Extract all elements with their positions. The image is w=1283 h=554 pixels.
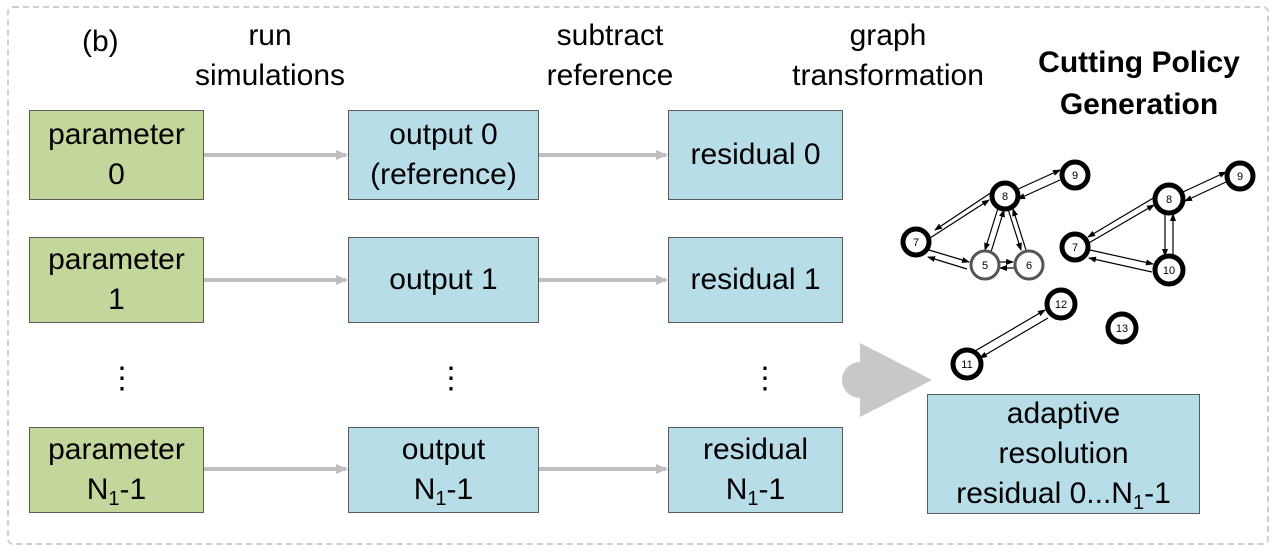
cutting-policy-title: Cutting Policy Generation bbox=[1038, 46, 1240, 121]
step-label-graph: graph transformation bbox=[792, 19, 984, 92]
svg-text:7: 7 bbox=[913, 237, 919, 249]
svg-text:10: 10 bbox=[1163, 265, 1175, 277]
svg-text:13: 13 bbox=[1116, 323, 1128, 335]
parameter-0-box: parameter 0 bbox=[29, 110, 204, 200]
graph-node: 12 bbox=[1044, 287, 1078, 321]
output-n-box: output N1-1 bbox=[348, 427, 539, 513]
adaptive-resolution-box: adaptive resolution residual 0...N1-1 bbox=[927, 394, 1200, 514]
residual-0-box: residual 0 bbox=[668, 110, 843, 200]
graph-nodes: 9 8 7 5 6 9 8 7 10 12 13 11 bbox=[900, 159, 1256, 381]
svg-text:7: 7 bbox=[1072, 242, 1078, 254]
output-0-box: output 0 (reference) bbox=[348, 110, 539, 200]
ellipsis-outputs: ⋮ bbox=[436, 362, 466, 395]
svg-text:5: 5 bbox=[982, 260, 988, 272]
graph-node: 13 bbox=[1105, 311, 1139, 345]
ellipsis-parameters: ⋮ bbox=[107, 362, 137, 395]
graph-node: 9 bbox=[1224, 160, 1256, 192]
step-label-run: run simulations bbox=[194, 19, 346, 92]
graph-1-edges bbox=[927, 169, 1061, 271]
graph-node: 8 bbox=[1152, 182, 1186, 216]
svg-text:8: 8 bbox=[1166, 194, 1172, 206]
graph-node: 7 bbox=[900, 226, 932, 258]
diagram-frame bbox=[7, 6, 1269, 545]
graph-3-edges bbox=[974, 309, 1049, 359]
graph-node: 8 bbox=[989, 180, 1021, 212]
svg-text:8: 8 bbox=[1002, 191, 1008, 203]
graph-node: 11 bbox=[950, 347, 984, 381]
graph-node: 10 bbox=[1152, 253, 1186, 287]
svg-text:9: 9 bbox=[1072, 170, 1078, 182]
graph-2-edges bbox=[1086, 171, 1227, 273]
svg-text:12: 12 bbox=[1055, 299, 1067, 311]
svg-text:11: 11 bbox=[961, 359, 972, 371]
svg-text:9: 9 bbox=[1237, 171, 1243, 183]
graph-node: 5 bbox=[969, 249, 1001, 281]
big-transform-arrow bbox=[842, 343, 932, 417]
parameter-1-box: parameter 1 bbox=[29, 237, 204, 323]
graph-node: 6 bbox=[1013, 249, 1045, 281]
residual-n-box: residual N1-1 bbox=[668, 427, 843, 513]
ellipsis-residuals: ⋮ bbox=[750, 362, 780, 395]
parameter-n-box: parameter N1-1 bbox=[29, 427, 204, 513]
graph-node: 7 bbox=[1059, 231, 1091, 263]
output-1-box: output 1 bbox=[348, 237, 539, 323]
svg-text:6: 6 bbox=[1026, 260, 1032, 272]
step-label-subtract: subtract reference bbox=[546, 19, 674, 92]
residual-1-box: residual 1 bbox=[668, 237, 843, 323]
graph-node: 9 bbox=[1059, 159, 1091, 191]
panel-label: (b) bbox=[82, 25, 119, 58]
